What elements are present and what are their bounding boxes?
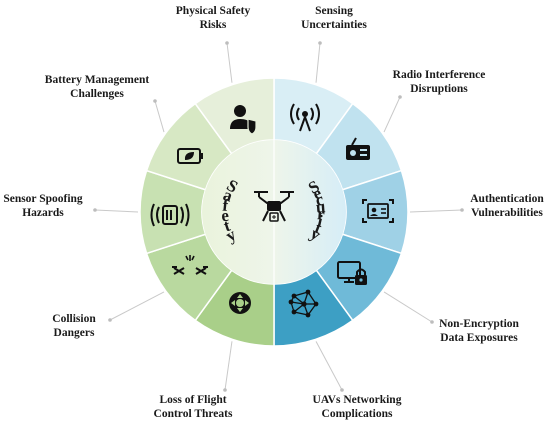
person-shield-icon (230, 105, 257, 135)
leader-line-sensing (315, 42, 321, 83)
leader-dot-encryption (430, 320, 434, 324)
radio-device-icon (346, 137, 370, 160)
leader-dot-collision (108, 318, 112, 322)
leader-line-radio (383, 96, 401, 133)
leader-line-networking (315, 341, 343, 391)
leader-dot-battery (153, 99, 157, 103)
sensor-signal-icon (150, 203, 190, 227)
flight-control-icon (229, 292, 251, 314)
antenna-signal-icon (290, 103, 320, 132)
leader-line-flightctrl (224, 341, 233, 391)
security-label-char: c (314, 189, 328, 210)
network-nodes-icon (288, 289, 319, 318)
leader-lines (93, 41, 464, 392)
monitor-lock-icon (337, 261, 367, 285)
safety-label-char: e (220, 205, 231, 225)
leader-dot-physical (225, 41, 229, 45)
battery-leaf-icon (177, 148, 203, 164)
leader-line-auth (409, 209, 463, 213)
security-label-char: u (315, 197, 328, 217)
id-card-scan-icon (362, 199, 394, 223)
leader-line-spoofing (94, 209, 139, 213)
drone-collision-icon (172, 255, 208, 275)
leader-dot-flightctrl (223, 388, 227, 392)
leader-line-physical (226, 42, 233, 83)
leader-dot-spoofing (93, 208, 97, 212)
safety-label-char: f (222, 196, 232, 216)
leader-line-collision (109, 291, 165, 321)
leader-dot-sensing (318, 41, 322, 45)
drone-icon (254, 191, 294, 222)
leader-dot-auth (460, 208, 464, 212)
leader-dot-radio (398, 95, 402, 99)
leader-dot-networking (340, 388, 344, 392)
security-label-char: i (316, 211, 327, 231)
segment-icons (150, 103, 394, 318)
leader-line-battery (154, 100, 165, 133)
leader-line-encryption (383, 291, 433, 323)
security-label-char: r (317, 204, 328, 224)
